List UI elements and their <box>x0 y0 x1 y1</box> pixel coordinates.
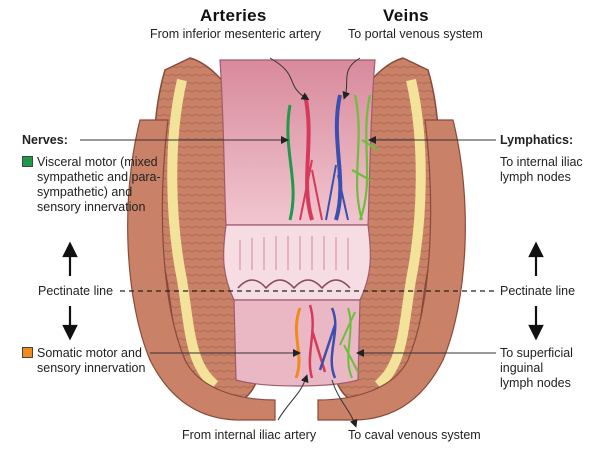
pectinate-label-left: Pectinate line <box>38 284 113 299</box>
top-arterial-source: From inferior mesenteric artery <box>150 27 321 42</box>
lymphatics-title: Lymphatics: <box>500 133 573 148</box>
nerves-title: Nerves: <box>22 133 68 148</box>
bottom-venous-drain: To caval venous system <box>348 428 481 443</box>
arteries-header: Arteries <box>200 6 267 26</box>
visceral-line-1: Visceral motor (mixed <box>37 155 158 169</box>
visceral-line-3: sympathetic) and <box>22 185 132 199</box>
somatic-nerve-label: Somatic motor and sensory innervation <box>22 346 145 376</box>
somatic-line-2: sensory innervation <box>22 361 145 375</box>
lower-lymph-line-2: inguinal <box>500 361 543 375</box>
visceral-line-4: sensory innervation <box>22 200 145 214</box>
pectinate-label-right: Pectinate line <box>500 284 575 299</box>
upper-lymph-line-1: To internal iliac <box>500 155 583 169</box>
somatic-nerve-swatch <box>22 347 33 358</box>
somatic-line-1: Somatic motor and <box>37 346 142 360</box>
lower-lymph-line-1: To superficial <box>500 346 573 360</box>
visceral-line-2: sympathetic and para- <box>22 170 161 184</box>
upper-lymph-line-2: lymph nodes <box>500 170 571 184</box>
visceral-nerve-swatch <box>22 156 33 167</box>
visceral-nerve-label: Visceral motor (mixed sympathetic and pa… <box>22 155 161 215</box>
veins-header: Veins <box>383 6 429 26</box>
upper-lymph-label: To internal iliac lymph nodes <box>500 155 583 185</box>
lower-lymph-label: To superficial inguinal lymph nodes <box>500 346 573 391</box>
top-venous-drain: To portal venous system <box>348 27 483 42</box>
bottom-arterial-source: From internal iliac artery <box>182 428 316 443</box>
lower-lymph-line-3: lymph nodes <box>500 376 571 390</box>
